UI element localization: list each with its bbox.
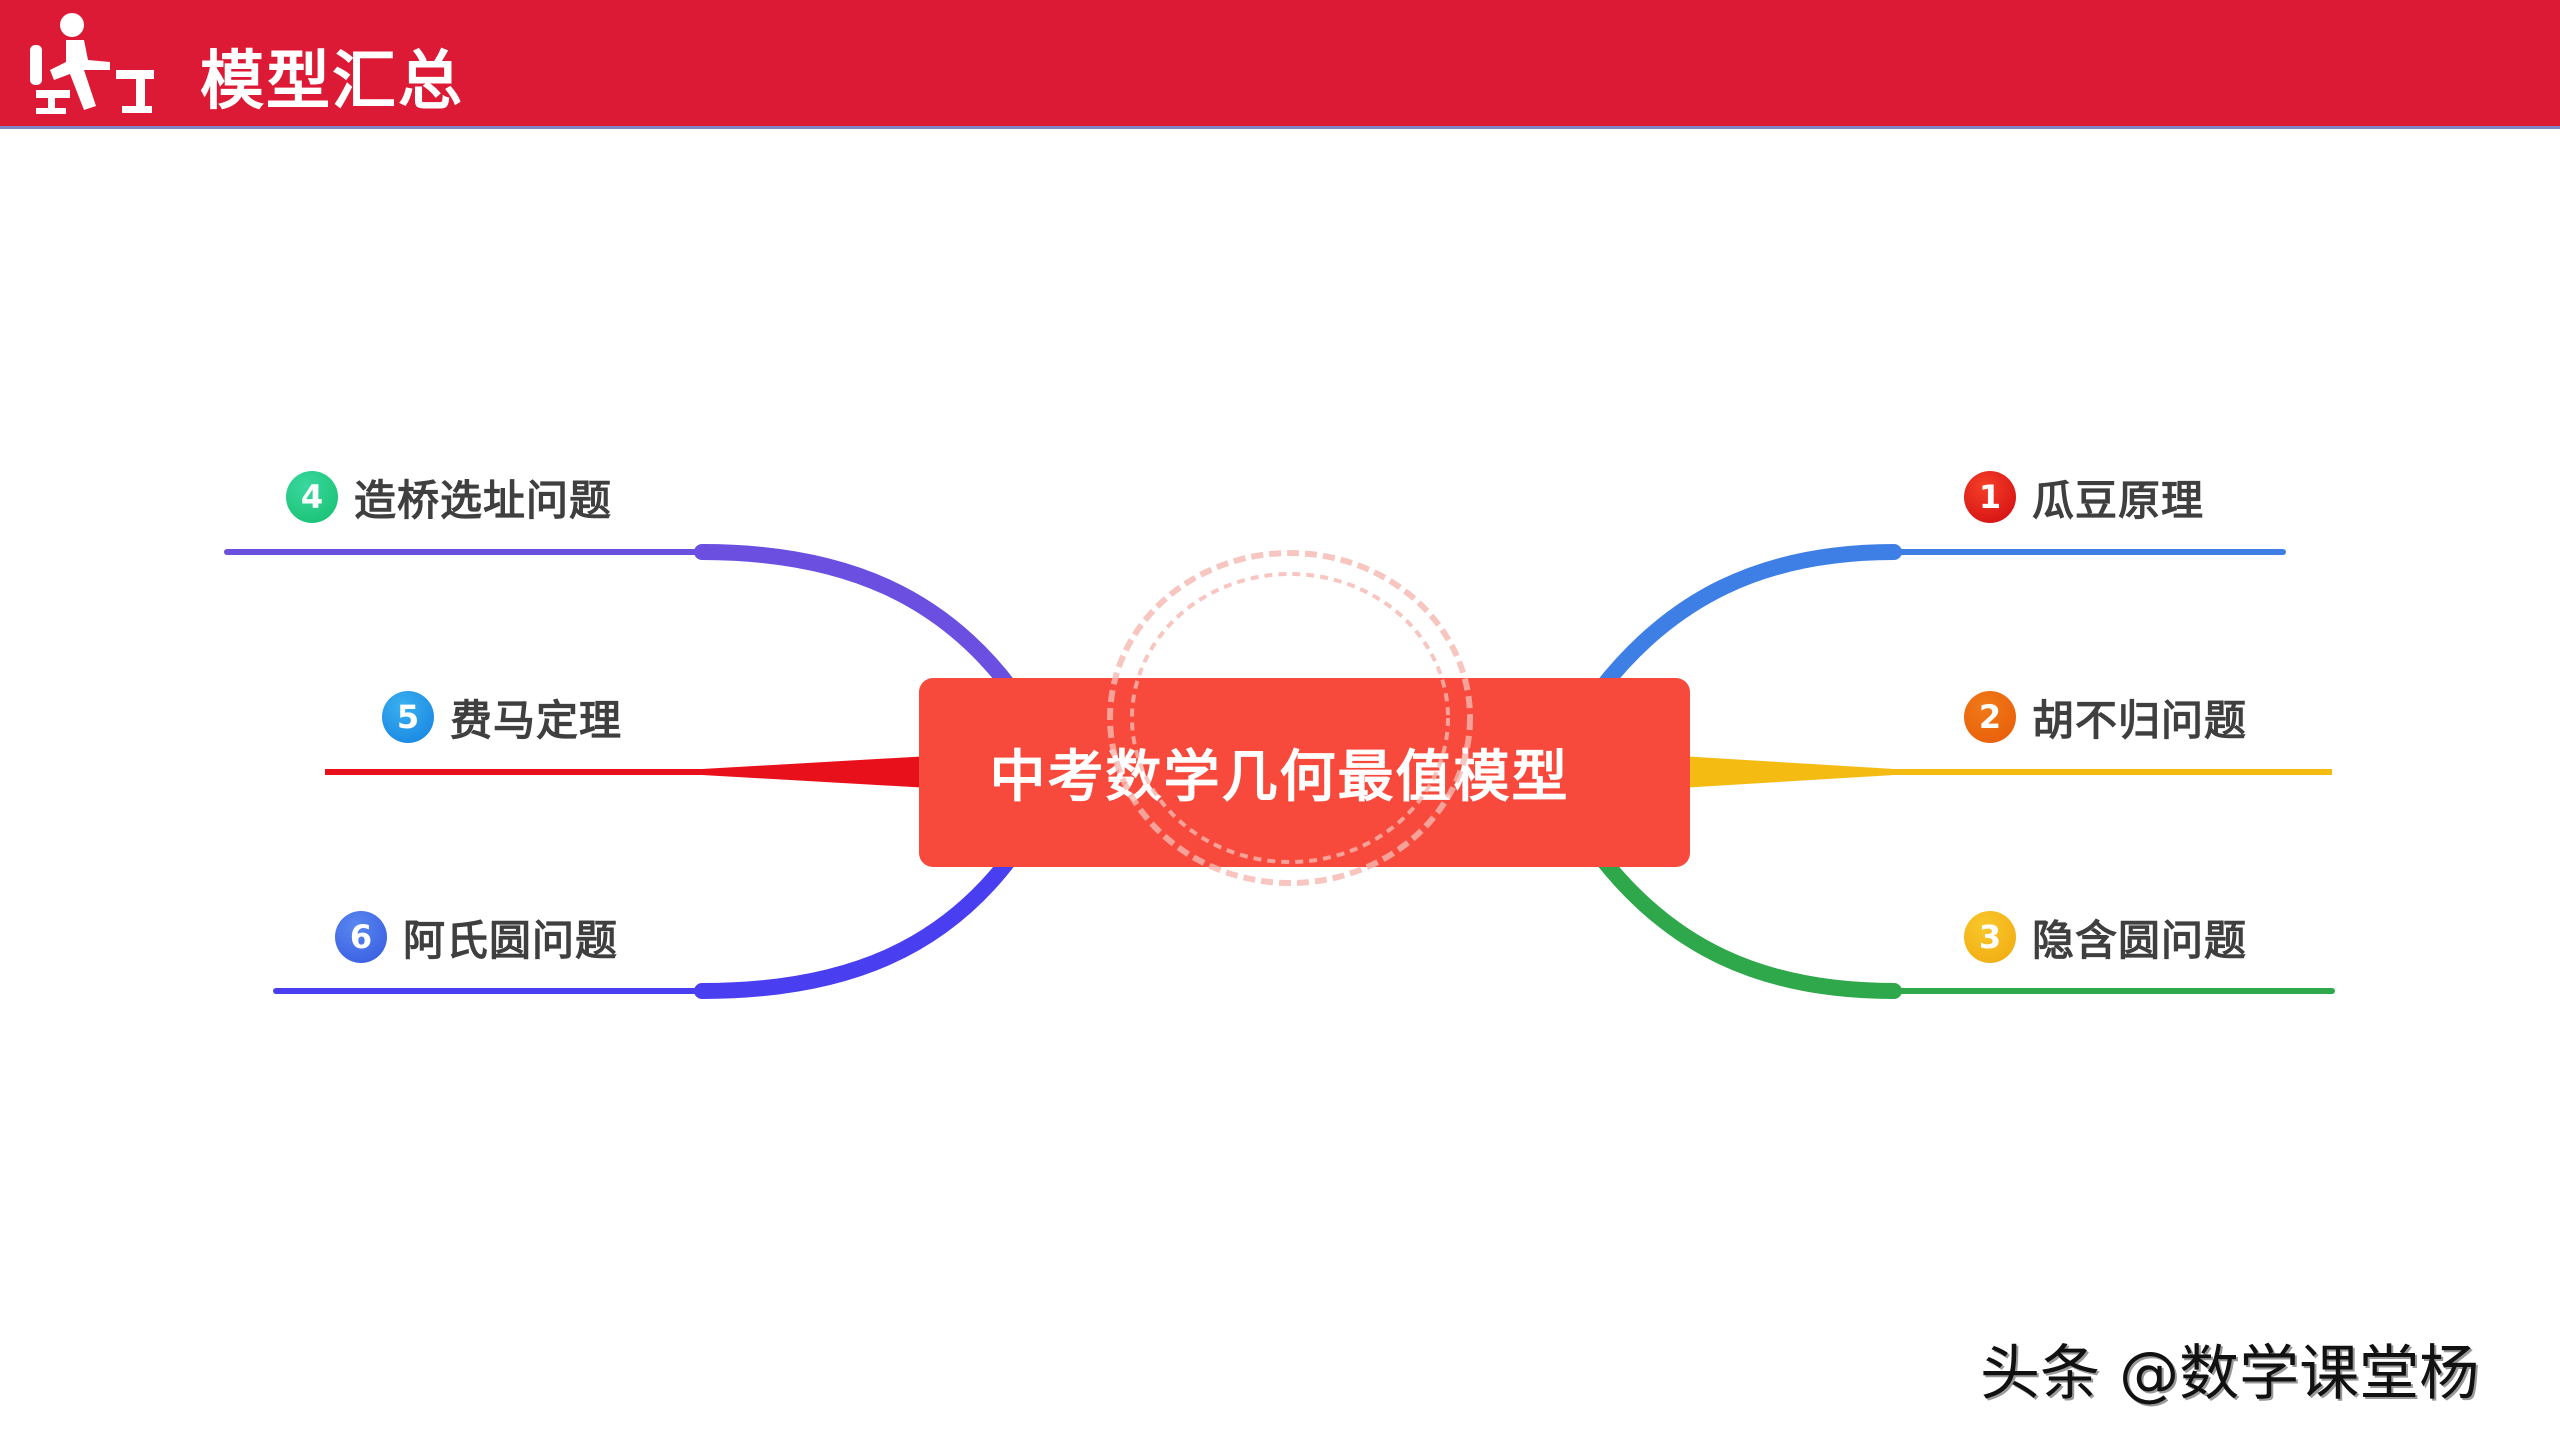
number-badge: 2	[1964, 691, 2016, 743]
branch-node-4[interactable]: 4 造桥选址问题	[286, 467, 612, 527]
number-badge: 3	[1964, 911, 2016, 963]
header-bar: 模型汇总	[0, 0, 2560, 129]
branch-line-6	[273, 848, 1020, 999]
number-badge: 6	[335, 911, 387, 963]
branch-node-6[interactable]: 6 阿氏圆问题	[335, 907, 618, 967]
branch-label: 瓜豆原理	[2032, 475, 2205, 525]
branch-line-2	[1680, 756, 2332, 788]
branch-line-4	[224, 544, 1020, 698]
number-badge: 1	[1964, 471, 2016, 523]
branch-node-2[interactable]: 2 胡不归问题	[1964, 687, 2247, 747]
number-badge: 4	[286, 471, 338, 523]
branch-label: 胡不归问题	[2032, 695, 2248, 745]
source-watermark: 头条 @数学课堂杨	[1980, 1339, 2480, 1409]
person-at-desk-icon	[30, 13, 154, 114]
branch-line-3	[1592, 848, 2335, 999]
branch-label: 费马定理	[450, 695, 623, 745]
branch-node-3[interactable]: 3 隐含圆问题	[1964, 907, 2247, 967]
central-topic[interactable]: 中考数学几何最值模型	[919, 678, 1690, 867]
branch-line-1	[1592, 544, 2286, 698]
branch-node-1[interactable]: 1 瓜豆原理	[1964, 467, 2204, 527]
branch-label: 隐含圆问题	[2032, 915, 2248, 965]
watermark-stamp	[1107, 550, 1473, 886]
branch-line-5	[325, 756, 930, 788]
branch-label: 造桥选址问题	[354, 475, 613, 525]
number-badge: 5	[382, 691, 434, 743]
page-title: 模型汇总	[200, 45, 464, 119]
central-topic-label: 中考数学几何最值模型	[989, 745, 1570, 810]
branch-node-5[interactable]: 5 费马定理	[382, 687, 622, 747]
branch-label: 阿氏圆问题	[403, 915, 619, 965]
